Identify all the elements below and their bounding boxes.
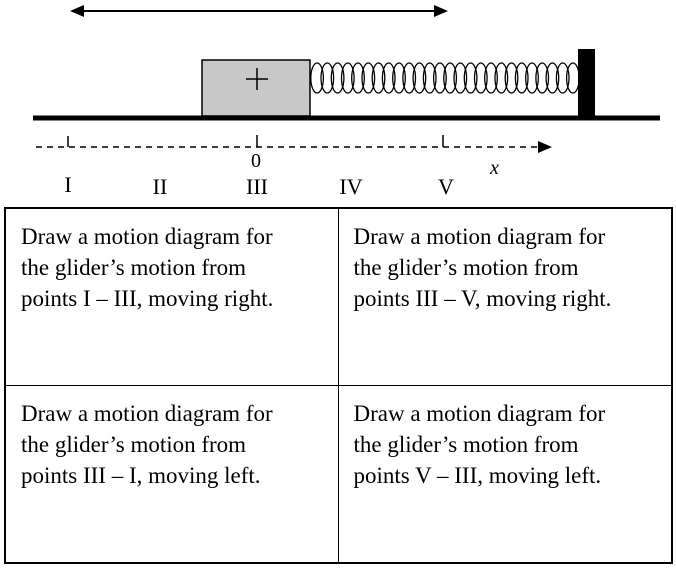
prompt-line: the glider’s motion from xyxy=(353,255,579,280)
prompt-line: Draw a motion diagram for xyxy=(353,400,606,426)
glider xyxy=(201,59,311,117)
spring-loop xyxy=(371,62,386,94)
prompt-line: points III – V, moving right. xyxy=(353,286,612,311)
prompt-grid: Draw a motion diagram for the glider’s m… xyxy=(4,207,673,564)
spring-loop xyxy=(330,62,345,94)
spring-loop xyxy=(555,62,570,94)
prompt-line: the glider’s motion from xyxy=(21,255,247,280)
spring-loop xyxy=(565,62,580,94)
range-double-arrow xyxy=(70,5,448,17)
spring-loop xyxy=(432,62,447,94)
spring-loop xyxy=(361,62,376,94)
x-axis-label: x xyxy=(490,157,499,179)
spring-loop xyxy=(494,62,509,94)
prompt-cell-2[interactable]: Draw a motion diagram for the glider’s m… xyxy=(338,209,671,386)
spring-loop xyxy=(320,62,335,94)
prompt-line: Draw a motion diagram for xyxy=(21,224,273,249)
spring-loop xyxy=(463,62,478,94)
position-label-III: III xyxy=(246,174,268,199)
spring-loop xyxy=(545,62,560,94)
position-label-I: I xyxy=(64,172,72,197)
x-axis xyxy=(36,135,552,153)
prompt-line: the glider’s motion from xyxy=(353,431,579,457)
spring-loop xyxy=(504,62,519,94)
spring-loop xyxy=(535,62,550,94)
spring-loop xyxy=(422,62,437,94)
spring-loop xyxy=(351,62,365,94)
spring-loop xyxy=(484,62,498,94)
spring-loop xyxy=(453,62,468,94)
zero-label: 0 xyxy=(251,150,261,172)
spring-loop xyxy=(473,62,488,94)
prompt-cell-1[interactable]: Draw a motion diagram for the glider’s m… xyxy=(6,209,339,386)
glider-spring-diagram xyxy=(33,5,660,153)
prompt-cell-4[interactable]: Draw a motion diagram for the glider’s m… xyxy=(339,386,672,563)
spring-loop xyxy=(514,62,529,94)
position-label-V: V xyxy=(438,174,454,199)
spring-coil xyxy=(310,62,580,94)
prompt-line: points III – I, moving left. xyxy=(21,462,261,488)
spring-loop xyxy=(412,62,427,94)
prompt-cell-3[interactable]: Draw a motion diagram for the glider’s m… xyxy=(6,385,339,562)
spring-loop xyxy=(402,62,417,94)
prompt-line: Draw a motion diagram for xyxy=(353,224,606,249)
position-label-II: II xyxy=(152,174,168,199)
spring-loop xyxy=(310,62,325,94)
spring-loop xyxy=(381,62,396,94)
position-label-IV: IV xyxy=(339,174,363,199)
wall-post xyxy=(578,49,595,118)
spring-loop xyxy=(443,62,458,94)
spring-loop xyxy=(392,62,406,94)
prompt-line: points V – III, moving left. xyxy=(353,462,602,488)
prompt-line: Draw a motion diagram for xyxy=(21,400,273,426)
prompt-line: the glider’s motion from xyxy=(21,431,247,457)
spring-loop xyxy=(340,62,355,94)
prompt-line: points I – III, moving right. xyxy=(21,286,274,311)
spring-loop xyxy=(525,62,539,94)
